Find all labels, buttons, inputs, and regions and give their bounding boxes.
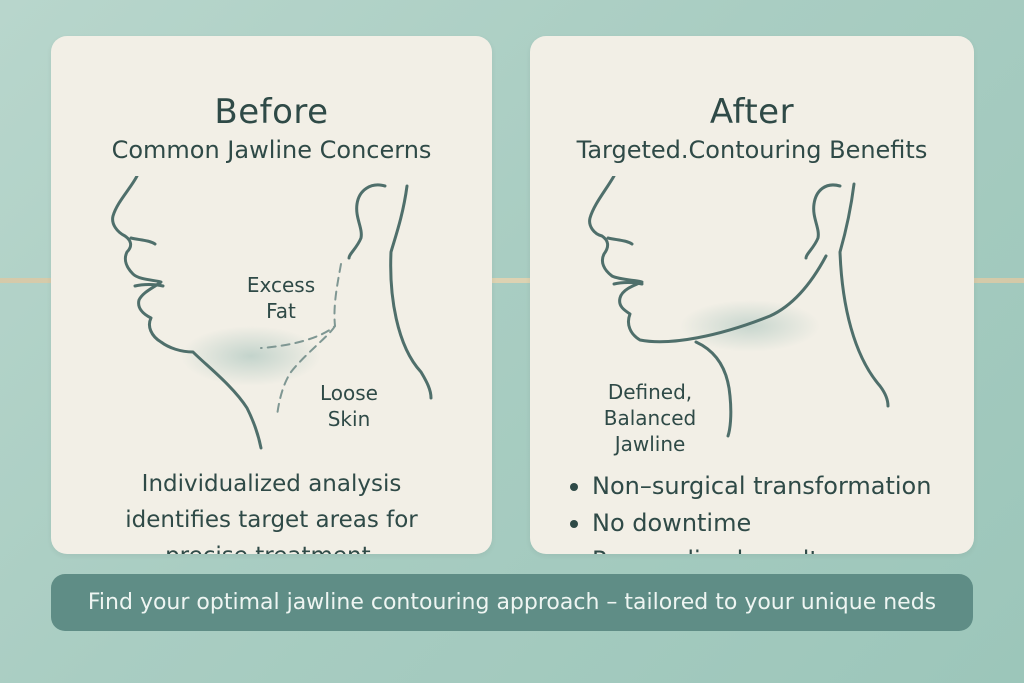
after-face-illustration <box>588 176 890 438</box>
benefit-item: Personalized results <box>570 542 931 554</box>
before-subtitle: Common Jawline Concerns <box>111 136 432 164</box>
before-description: Individualized analysis identifies targe… <box>125 471 418 554</box>
cta-banner[interactable]: Find your optimal jawline contouring app… <box>51 574 973 631</box>
bullet-icon <box>570 519 578 528</box>
before-card: Before Common Jawline Concerns Excess Fa… <box>51 36 492 554</box>
after-subtitle: Targeted.Contouring Benefits <box>576 136 928 164</box>
after-card: After Targeted.Contouring Benefits Defin… <box>530 36 974 554</box>
benefit-item: No downtime <box>570 505 931 542</box>
label-defined-jawline: Defined, Balanced Jawline <box>603 380 697 456</box>
before-face-illustration <box>111 176 433 450</box>
before-title: Before <box>214 92 329 132</box>
label-loose-skin: Loose Skin <box>320 381 378 431</box>
benefits-list: Non–surgical transformation No downtime … <box>570 468 931 554</box>
background-stripe <box>0 278 1024 283</box>
bullet-icon <box>570 482 578 491</box>
cta-text: Find your optimal jawline contouring app… <box>87 590 937 615</box>
after-title: After <box>709 92 795 132</box>
label-excess-fat: Excess Fat <box>246 273 316 323</box>
benefit-item: Non–surgical transformation <box>570 468 931 505</box>
